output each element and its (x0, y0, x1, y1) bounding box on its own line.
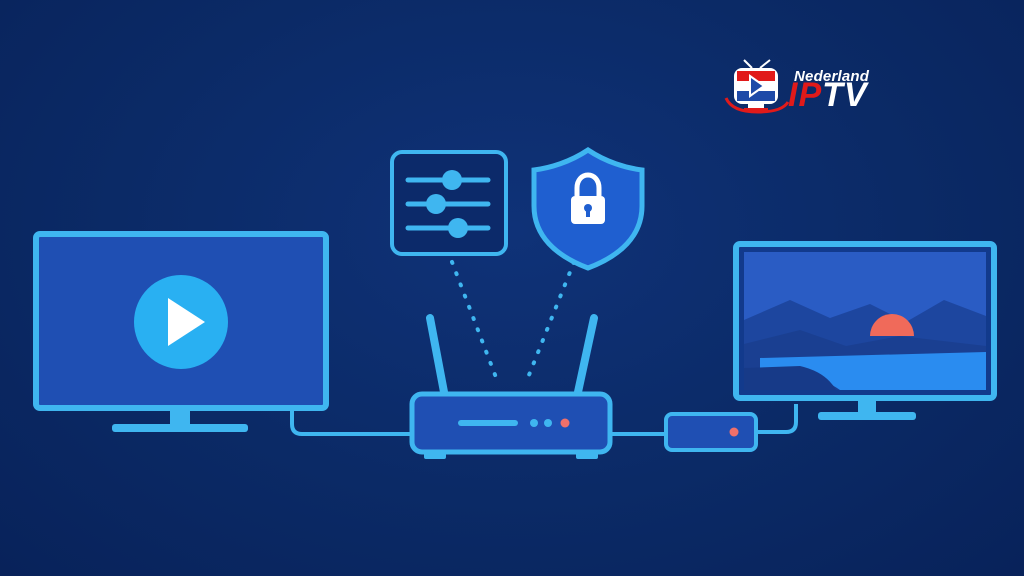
brand-name-line1: Nederland (794, 68, 870, 85)
left-tv-icon (33, 231, 329, 432)
set-top-box-icon (664, 412, 758, 452)
brand-logo: Nederland IPTV (722, 58, 902, 122)
equalizer-icon (390, 150, 508, 256)
router-icon (409, 314, 613, 459)
landscape-icon (744, 252, 986, 390)
cables (290, 404, 798, 436)
right-tv-icon (733, 241, 997, 420)
shield-lock-icon (531, 146, 645, 271)
brand-name-line2: IPTV (788, 78, 868, 112)
signal-lines (450, 260, 576, 382)
tv-play-icon (724, 59, 790, 114)
brand-tv-text: TV (822, 76, 868, 114)
play-icon (134, 275, 228, 369)
brand-ip-text: IP (788, 76, 823, 114)
